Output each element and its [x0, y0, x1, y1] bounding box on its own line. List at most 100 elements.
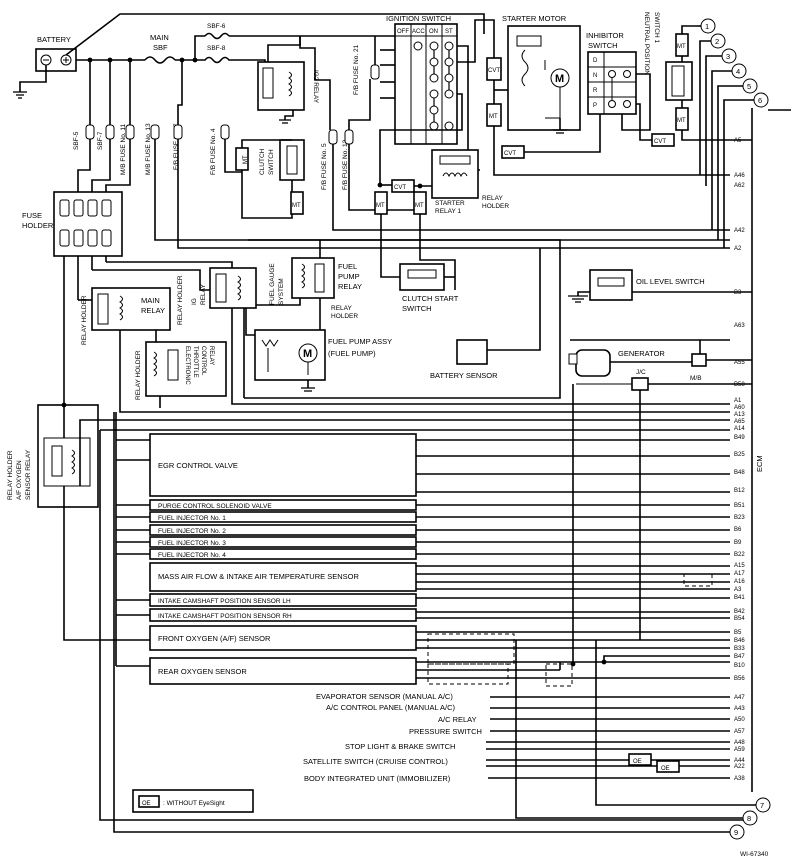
ecm-output-list: EVAPORATOR SENSOR (MANUAL A/C) A/C CONTR… — [303, 692, 482, 783]
starter-motor-label: STARTER MOTOR — [502, 14, 567, 23]
ignition-switch: OFF ACC ON ST — [394, 23, 458, 145]
svg-text:A17: A17 — [734, 571, 745, 577]
legend: OE : WITHOUT EyeSight — [132, 789, 254, 813]
svg-text:A60: A60 — [734, 405, 745, 411]
svg-text:A63: A63 — [734, 323, 745, 329]
main-sbf-label: MAIN — [150, 33, 169, 42]
svg-text:CVT: CVT — [488, 68, 500, 74]
connector-refs-top: 1 2 3 4 5 6 — [700, 18, 769, 108]
svg-text:IG: IG — [191, 298, 198, 305]
svg-text:INTAKE CAMSHAFT POSITION SENSO: INTAKE CAMSHAFT POSITION SENSOR RH — [158, 613, 292, 620]
svg-text:B56: B56 — [734, 676, 745, 682]
svg-text:BATTERY SENSOR: BATTERY SENSOR — [430, 371, 498, 380]
svg-text:B47: B47 — [734, 654, 745, 660]
af-oxygen-sensor-relay — [37, 404, 99, 508]
fuel-injector-4: FUEL INJECTOR No. 4 — [149, 548, 417, 560]
svg-text:OFF: OFF — [397, 29, 409, 35]
intake-cam-sensor-rh: INTAKE CAMSHAFT POSITION SENSOR RH — [149, 608, 417, 622]
svg-text:D: D — [593, 58, 598, 64]
svg-text:CONTROL: CONTROL — [200, 346, 206, 376]
svg-text:A1: A1 — [734, 398, 742, 404]
clutch-switch: CLUTCH SWITCH — [259, 139, 305, 181]
svg-text:A42: A42 — [734, 228, 745, 234]
svg-text:M/B: M/B — [690, 375, 702, 382]
svg-text:ACC: ACC — [412, 29, 425, 35]
etc-relay: ELECTRONIC THROTTLE CONTROL RELAY — [145, 341, 227, 397]
svg-text:M: M — [555, 73, 564, 85]
svg-text:MT: MT — [677, 44, 686, 50]
sbf8-label: SBF-8 — [207, 45, 226, 52]
svg-text:B3: B3 — [734, 290, 742, 296]
egr-control-valve: EGR CONTROL VALVE — [149, 433, 417, 497]
svg-text:SWITCH: SWITCH — [588, 41, 618, 50]
svg-text:B41: B41 — [734, 595, 745, 601]
fuel-injector-3: FUEL INJECTOR No. 3 — [149, 536, 417, 548]
svg-text:MAIN: MAIN — [141, 296, 160, 305]
generator: GENERATOR — [568, 349, 665, 377]
fuse-holder-label: FUSE — [22, 211, 42, 220]
svg-text:FUEL INJECTOR No. 4: FUEL INJECTOR No. 4 — [158, 552, 226, 559]
rear-oxygen-sensor: REAR OXYGEN SENSOR — [149, 657, 417, 685]
neutral-position-switch: MT MT CVT — [651, 33, 693, 147]
svg-text:: WITHOUT EyeSight: : WITHOUT EyeSight — [163, 800, 225, 807]
svg-text:CVT: CVT — [504, 151, 516, 157]
svg-text:M/B FUSE No. 13: M/B FUSE No. 13 — [145, 123, 152, 175]
svg-text:PUMP: PUMP — [338, 272, 360, 281]
svg-text:3: 3 — [726, 52, 730, 61]
svg-text:A59: A59 — [734, 747, 745, 753]
svg-text:N: N — [593, 73, 597, 79]
battery: BATTERY — [13, 35, 77, 99]
svg-text:B22: B22 — [734, 552, 745, 558]
svg-text:9: 9 — [734, 828, 738, 837]
svg-text:SYSTEM: SYSTEM — [278, 278, 285, 305]
svg-text:FUEL INJECTOR No. 2: FUEL INJECTOR No. 2 — [158, 528, 226, 535]
svg-text:EVAPORATOR SENSOR (MANUAL A/C): EVAPORATOR SENSOR (MANUAL A/C) — [316, 692, 453, 701]
fuel-pump-relay: FUEL PUMP RELAY RELAY HOLDER — [291, 257, 362, 320]
fuse-column — [85, 64, 380, 145]
svg-text:REAR OXYGEN SENSOR: REAR OXYGEN SENSOR — [158, 667, 247, 676]
svg-text:INTAKE CAMSHAFT POSITION SENSO: INTAKE CAMSHAFT POSITION SENSOR LH — [158, 598, 291, 605]
fuel-pump-assy-label: FUEL PUMP ASSY — [328, 337, 392, 346]
svg-text:OE: OE — [661, 766, 670, 772]
purge-control-solenoid-valve: PURGE CONTROL SOLENOID VALVE — [149, 499, 417, 511]
svg-text:A57: A57 — [734, 729, 745, 735]
svg-text:FUEL INJECTOR No. 3: FUEL INJECTOR No. 3 — [158, 540, 226, 547]
svg-text:SWITCH: SWITCH — [268, 149, 275, 175]
svg-text:B33: B33 — [734, 646, 745, 652]
svg-text:OE: OE — [633, 759, 642, 765]
svg-text:CLUTCH: CLUTCH — [259, 148, 266, 175]
svg-text:A55: A55 — [734, 360, 745, 366]
svg-text:A43: A43 — [734, 706, 745, 712]
svg-text:THROTTLE: THROTTLE — [192, 346, 198, 378]
svg-text:RELAY: RELAY — [208, 346, 214, 365]
mb-junction: M/B — [690, 353, 707, 382]
svg-text:FUEL: FUEL — [338, 262, 357, 271]
svg-text:A44: A44 — [734, 758, 745, 764]
svg-text:RELAY HOLDER: RELAY HOLDER — [177, 275, 184, 325]
svg-text:RELAY 1: RELAY 1 — [435, 208, 462, 215]
svg-text:M/B FUSE No. 11: M/B FUSE No. 11 — [120, 123, 127, 175]
svg-text:OE: OE — [142, 801, 151, 807]
svg-text:B49: B49 — [734, 435, 745, 441]
svg-text:A47: A47 — [734, 695, 745, 701]
svg-text:M: M — [303, 348, 312, 360]
svg-text:A14: A14 — [734, 426, 745, 432]
svg-text:ON: ON — [429, 29, 438, 35]
svg-text:MASS AIR FLOW & INTAKE AIR TEM: MASS AIR FLOW & INTAKE AIR TEMPERATURE S… — [158, 572, 359, 581]
fuel-gauge-label: FUEL GAUGE — [269, 263, 276, 305]
svg-text:PURGE CONTROL SOLENOID VALVE: PURGE CONTROL SOLENOID VALVE — [158, 503, 272, 510]
svg-text:SWITCH: SWITCH — [402, 304, 432, 313]
main-sbf-fuse — [144, 56, 176, 64]
starter-relay-1: STARTER RELAY 1 — [431, 149, 479, 215]
svg-text:6: 6 — [758, 96, 762, 105]
svg-text:SBF-5: SBF-5 — [73, 131, 80, 150]
svg-text:B46: B46 — [734, 638, 745, 644]
svg-text:J/C: J/C — [636, 369, 646, 376]
svg-text:A/C CONTROL PANEL (MANUAL A/C): A/C CONTROL PANEL (MANUAL A/C) — [326, 703, 456, 712]
svg-text:B54: B54 — [734, 616, 745, 622]
svg-text:HOLDER: HOLDER — [331, 313, 358, 320]
svg-text:CVT: CVT — [654, 139, 666, 145]
svg-text:1: 1 — [705, 22, 709, 31]
fuel-injector-1: FUEL INJECTOR No. 1 — [149, 511, 417, 523]
